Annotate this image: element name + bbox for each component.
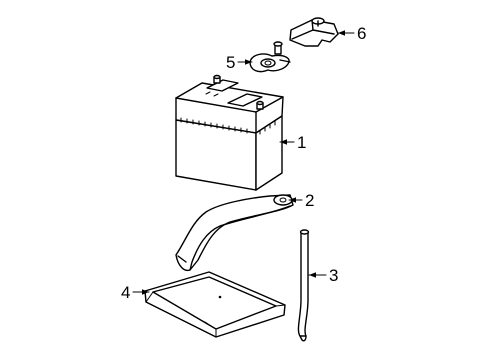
callout-number-5: 5 [226, 53, 235, 72]
callout-number-2: 2 [305, 191, 314, 210]
terminal-cover-part [289, 17, 339, 47]
callout-number-3: 3 [329, 266, 338, 285]
callout-number-4: 4 [121, 283, 130, 302]
battery-tray-part [144, 271, 286, 338]
terminal-clamp-part [249, 41, 291, 73]
callout-number-1: 1 [297, 133, 306, 152]
battery-part [175, 74, 284, 191]
vent-hose-part [297, 229, 310, 342]
callout-number-6: 6 [357, 24, 366, 43]
hold-down-clamp-part [175, 194, 294, 272]
